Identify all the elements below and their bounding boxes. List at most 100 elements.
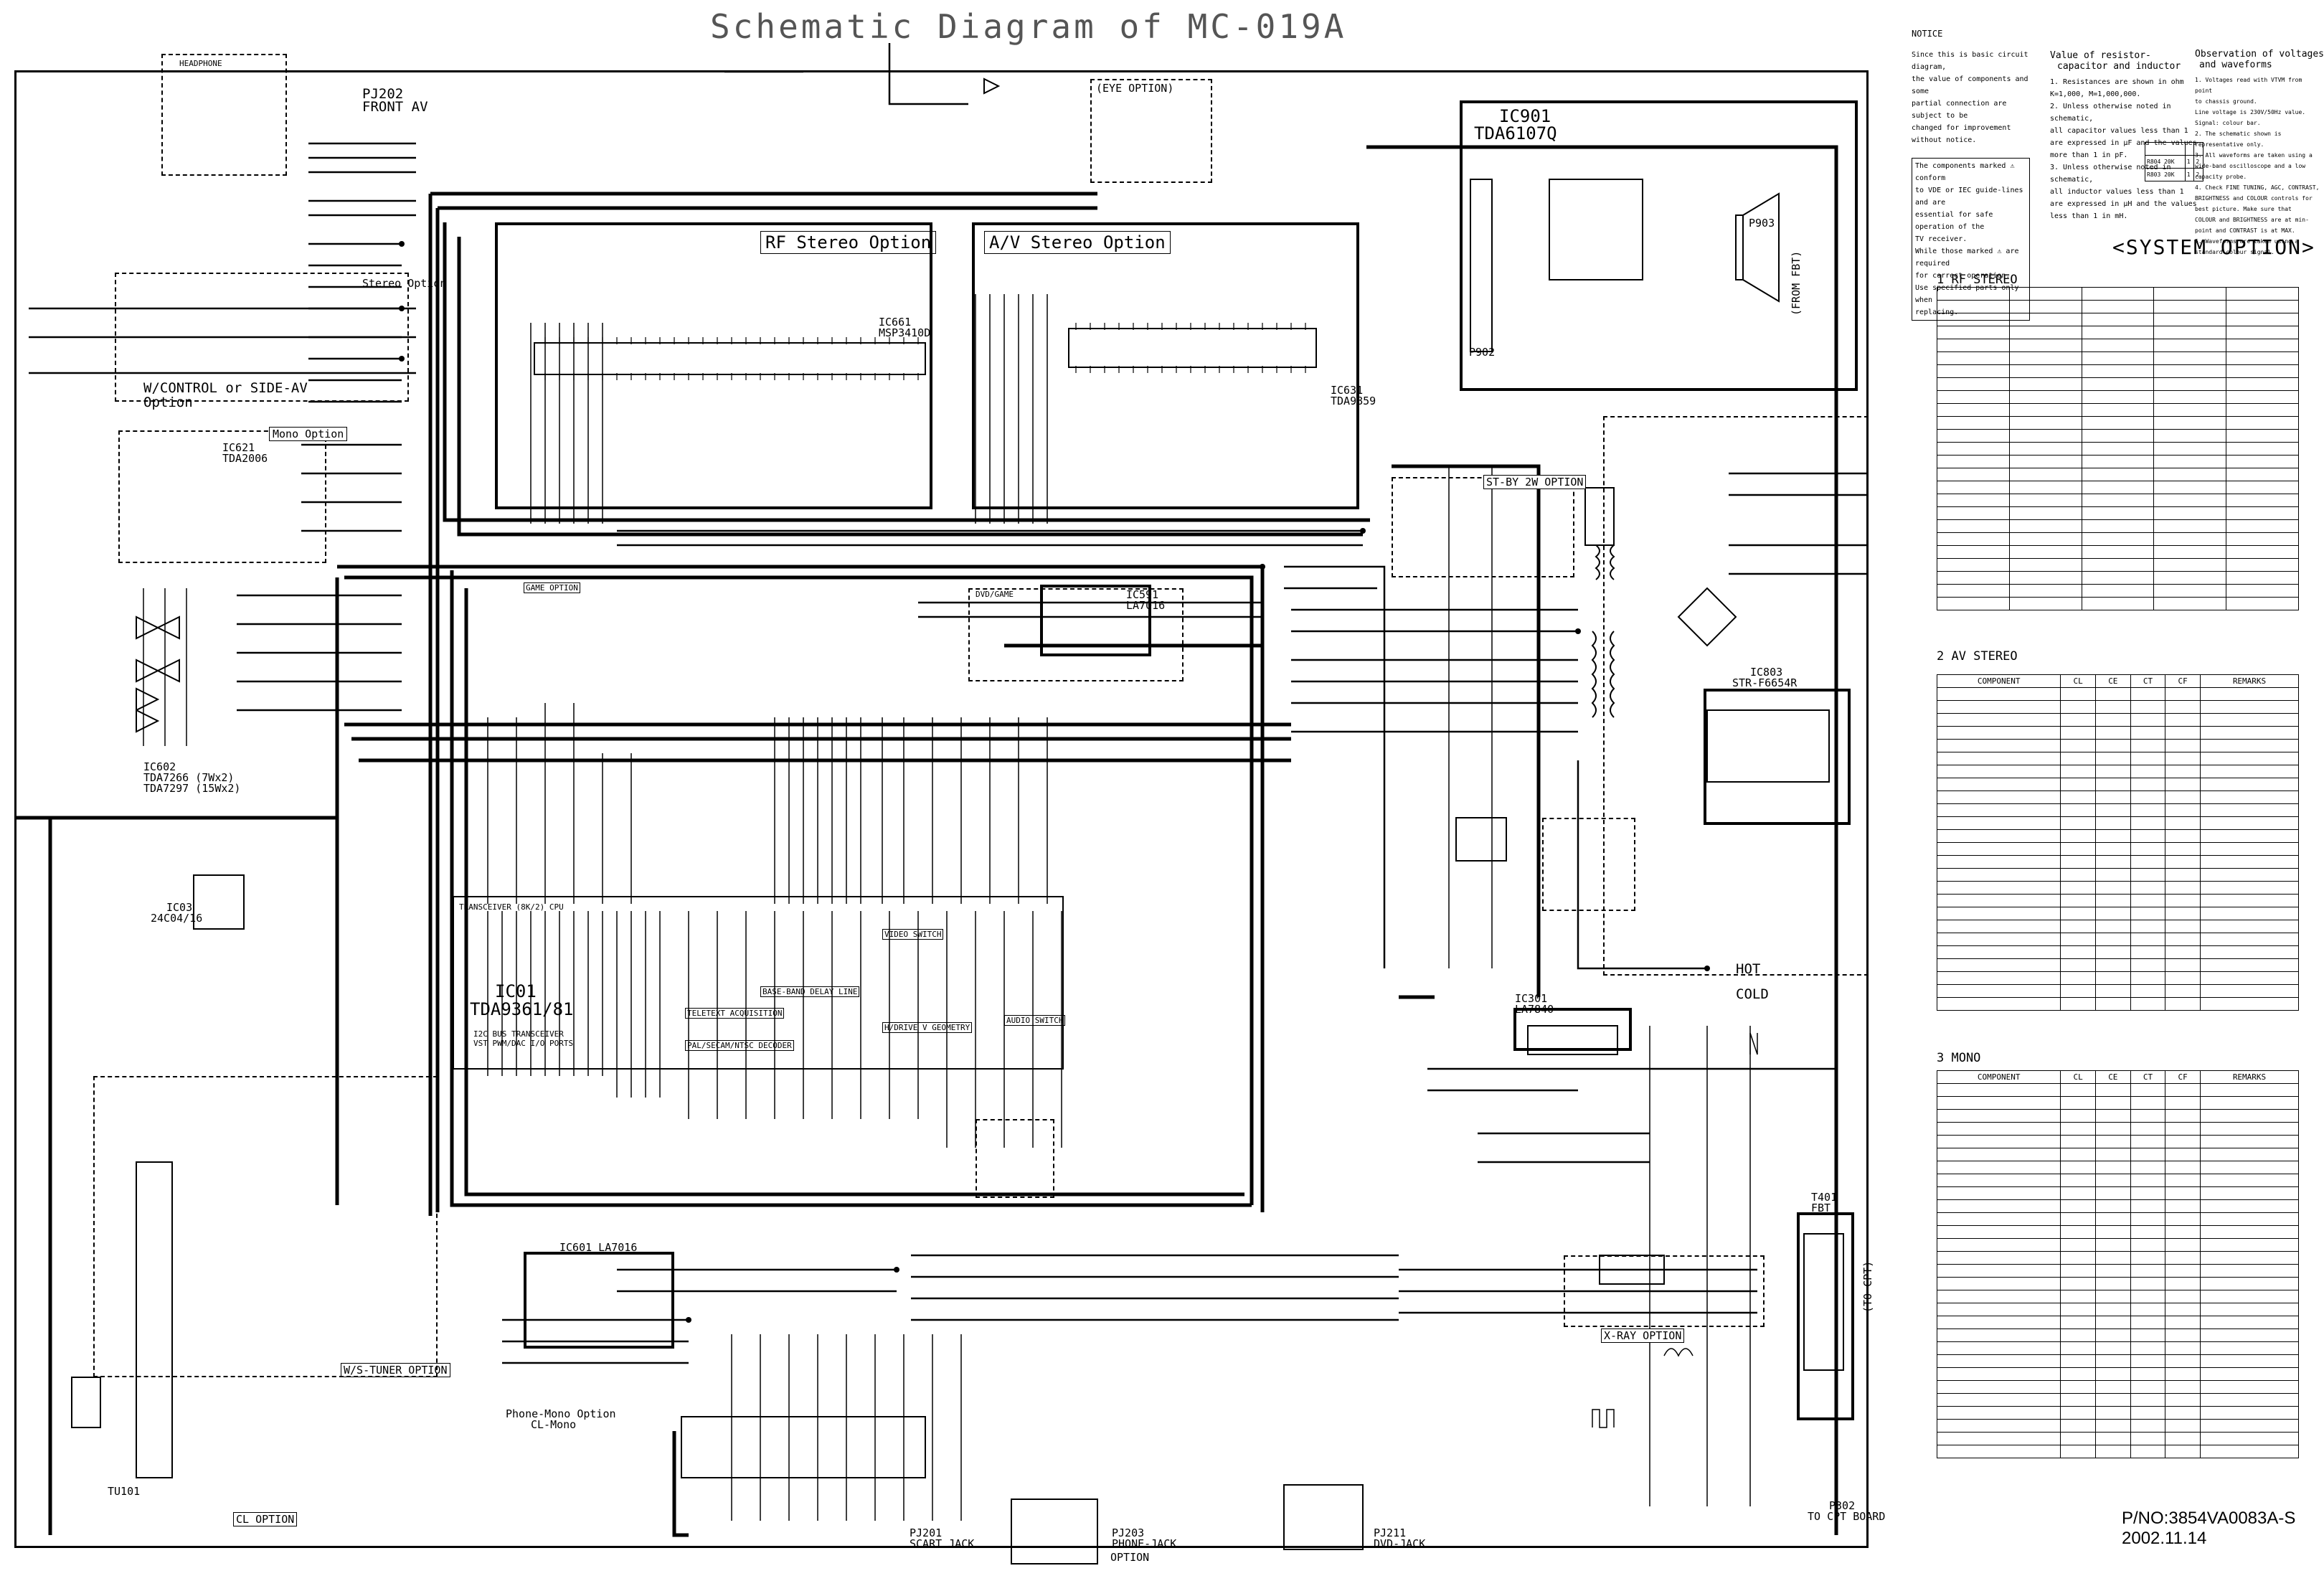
table-row: [1936, 1148, 2299, 1161]
table-row: [1936, 1264, 2299, 1278]
table-cell: [1936, 816, 2061, 830]
voltage-notes-panel: Observation of voltages and waveforms 1.…: [2195, 49, 2324, 258]
mini-cell: R804 20K: [2145, 155, 2186, 169]
table-row: [1937, 558, 2299, 572]
table-cell: [2200, 984, 2299, 998]
table-cell: [2060, 1277, 2096, 1290]
table-cell: [2165, 1328, 2201, 1342]
table-cell: [2165, 1251, 2201, 1265]
table-cell: [2200, 1096, 2299, 1110]
table-cell: [2200, 700, 2299, 714]
table-cell: [2094, 1225, 2131, 1239]
table-cell: [2200, 997, 2299, 1011]
table-cell: [1936, 1328, 2061, 1342]
table-cell: [2094, 1174, 2131, 1187]
table-cell: [2226, 481, 2299, 494]
table-cell: [1936, 1109, 2061, 1123]
table-cell: [2060, 881, 2096, 895]
table-cell: [1936, 752, 2061, 765]
table-cell: [1937, 416, 2010, 430]
table-cell: [2165, 1393, 2201, 1407]
pj211-label: PJ211: [1374, 1526, 1407, 1539]
table-cell: [2130, 1316, 2166, 1329]
table-row: [1937, 545, 2299, 559]
table-cell: [2094, 1096, 2131, 1110]
table-cell: [1936, 894, 2061, 907]
revision-date: 2002.11.14: [2122, 1529, 2207, 1548]
diagram-title: Schematic Diagram of MC-019A: [710, 7, 1347, 46]
table-cell: [2094, 816, 2131, 830]
table-cell: [2130, 945, 2166, 959]
table-cell: [2130, 997, 2166, 1011]
ic803-label: IC803: [1750, 666, 1783, 679]
table-cell: [1936, 1367, 2061, 1381]
table-cell: [2130, 1393, 2166, 1407]
table-cell: [2094, 1212, 2131, 1226]
table-cell: [1936, 1225, 2061, 1239]
ic591-chip: [1040, 585, 1151, 656]
rf-stereo-box: [495, 222, 932, 509]
table-row: [1937, 300, 2299, 313]
table-row: [1936, 1174, 2299, 1187]
ic03-part: 24C04/16: [151, 912, 203, 925]
table-cell: [2165, 1303, 2201, 1316]
table-cell: [2165, 945, 2201, 959]
fbt-box: [1797, 1212, 1854, 1420]
table-cell: [2165, 1354, 2201, 1368]
table-cell: [2226, 545, 2299, 559]
table-cell: [2094, 1251, 2131, 1265]
table-cell: [2130, 958, 2166, 972]
table-cell: [2130, 1264, 2166, 1278]
table-cell: [2200, 971, 2299, 985]
stereo-option-label: Stereo Option: [362, 277, 447, 290]
phone-mono-label: Phone-Mono Option: [506, 1407, 616, 1420]
table-cell: [1936, 803, 2061, 817]
table-cell: [2200, 713, 2299, 727]
table-cell: [2060, 687, 2096, 701]
table-row: [1937, 468, 2299, 481]
table-cell: [2130, 1225, 2166, 1239]
table-row: [1936, 958, 2299, 972]
table-cell: [2081, 468, 2155, 481]
table-row: [1936, 1432, 2299, 1445]
table-cell: [2060, 1316, 2096, 1329]
mini-cell: 1: [2184, 168, 2195, 181]
table-cell: [1937, 377, 2010, 391]
table-cell: [2130, 1109, 2166, 1123]
table-cell: [2081, 300, 2155, 313]
table-cell: [1936, 1122, 2061, 1136]
table-cell: [1937, 532, 2010, 546]
table-cell: [2094, 1290, 2131, 1303]
table-cell: [2094, 997, 2131, 1011]
table-row: [1937, 429, 2299, 443]
table-cell: [2081, 455, 2155, 468]
table-cell: [1936, 726, 2061, 740]
table-row: [1936, 1316, 2299, 1329]
pj201-sub: SCART JACK: [910, 1537, 975, 1550]
table-cell: [2200, 1225, 2299, 1239]
table-cell: [2130, 816, 2166, 830]
table-cell: [2153, 571, 2227, 585]
table-cell: [2130, 1135, 2166, 1148]
table-cell: [2008, 558, 2082, 572]
table-cell: [2060, 1238, 2096, 1252]
table-cell: [2130, 765, 2166, 778]
rf-stereo-table: [1937, 287, 2299, 610]
table-cell: [2081, 519, 2155, 533]
table-row: [1936, 881, 2299, 895]
table-cell: [2165, 894, 2201, 907]
table-cell: [1937, 364, 2010, 378]
table-cell: [2130, 803, 2166, 817]
table-cell: [2060, 894, 2096, 907]
table-header-row: [1937, 287, 2299, 301]
table-cell: [2008, 571, 2082, 585]
table-cell: [2165, 984, 2201, 998]
table-cell: [2094, 1277, 2131, 1290]
table-row: [1936, 868, 2299, 882]
ic01-block-vst: VST PWM/DAC I/O PORTS: [473, 1039, 574, 1048]
table-cell: [2130, 1199, 2166, 1213]
table-header-row: COMPONENT CL CE CT CF REMARKS: [1936, 674, 2299, 688]
table-cell: [2200, 1341, 2299, 1355]
table-cell: [2165, 1316, 2201, 1329]
table-cell: [2008, 468, 2082, 481]
